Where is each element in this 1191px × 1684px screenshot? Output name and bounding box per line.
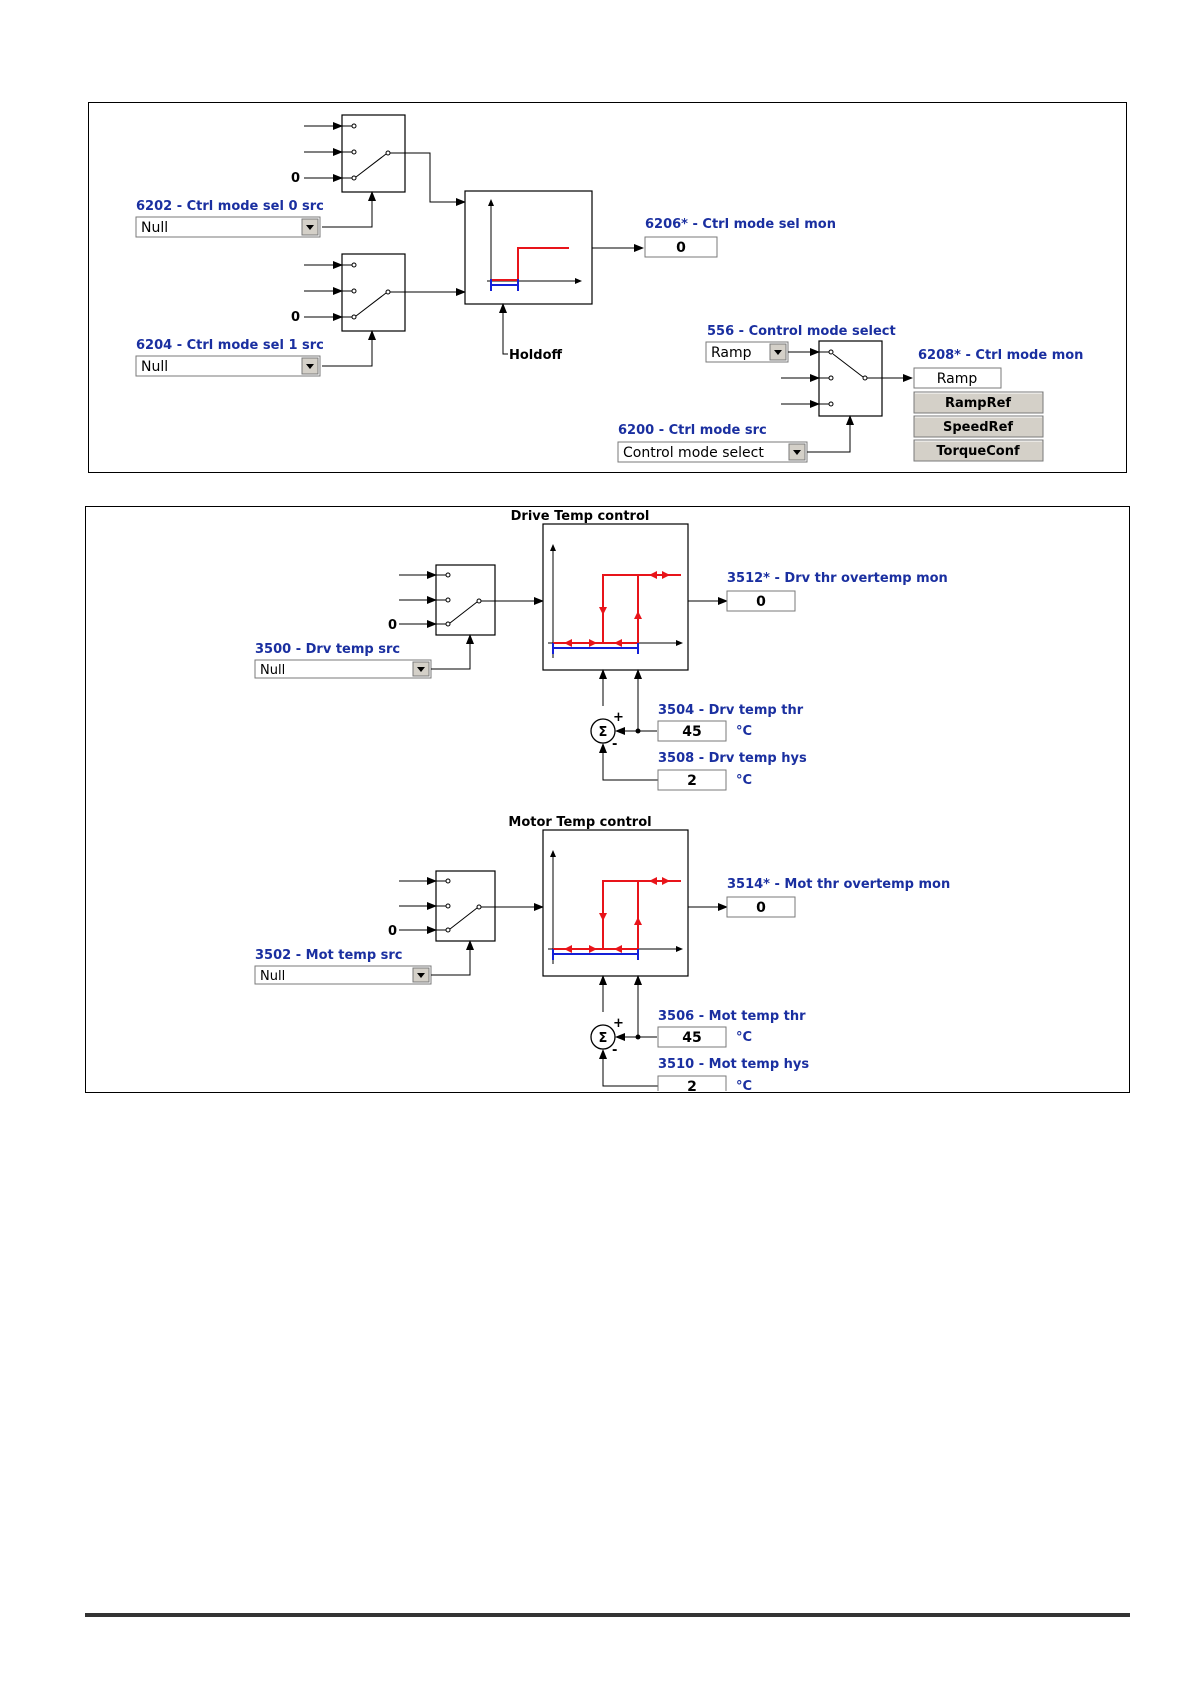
mode-select-label: 556 - Control mode select	[707, 324, 896, 339]
mode-button-label: SpeedRef	[943, 420, 1013, 435]
sel0-label: 6202 - Ctrl mode sel 0 src	[136, 199, 324, 214]
hys-label: 3508 - Drv temp hys	[658, 751, 807, 766]
sel0-dropdown[interactable]: Null	[135, 216, 321, 238]
drive-temp-control: Drive Temp control 0 3500 - Drv temp srcNu…	[254, 509, 948, 791]
sel-mon-field	[644, 236, 718, 258]
block-title: Drive Temp control	[511, 509, 650, 524]
switch-zero-label: 0	[291, 310, 300, 325]
mon-label: 3512* - Drv thr overtemp mon	[727, 571, 948, 586]
control-mode-panel: 0 0 6202 - Ctrl mode sel 0 src Null 6204…	[88, 102, 1127, 473]
sel1-dropdown[interactable]: Null	[135, 355, 321, 377]
thr-value: 45	[682, 724, 701, 740]
minus-sign: -	[612, 737, 617, 752]
temperature-control-diagram: Drive Temp control 0 3500 - Drv temp srcNu…	[254, 509, 950, 1097]
mode-select-value: Ramp	[711, 345, 752, 361]
mon-value: 0	[756, 594, 766, 610]
sel-mon-value: 0	[676, 240, 686, 256]
thr-value: 45	[682, 1030, 701, 1046]
chevron-down-icon	[306, 225, 314, 230]
chevron-down-icon	[306, 364, 314, 369]
mode-mon-value: Ramp	[937, 371, 978, 387]
ctrl-src-value: Control mode select	[623, 445, 764, 461]
mode-button-rampref[interactable]: RampRef	[913, 391, 1044, 414]
minus-sign: -	[612, 1043, 617, 1058]
chevron-down-icon	[793, 450, 801, 455]
holdoff-block	[464, 190, 593, 305]
src-dropdown[interactable]: Null	[254, 965, 432, 985]
thr-unit: °C	[736, 1030, 752, 1045]
sel1-value: Null	[141, 359, 168, 375]
mode-button-label: RampRef	[945, 396, 1011, 411]
sel-mon-label: 6206* - Ctrl mode sel mon	[645, 217, 836, 232]
hys-value: 2	[687, 773, 697, 789]
switch-zero-label: 0	[291, 171, 300, 186]
src-value: Null	[260, 969, 285, 984]
src-label: 3502 - Mot temp src	[255, 948, 403, 963]
mon-field	[726, 590, 796, 612]
mon-field	[726, 896, 796, 918]
switch-zero-label: 0	[388, 618, 397, 633]
selector-switch-1	[304, 253, 406, 332]
mon-label: 3514* - Mot thr overtemp mon	[727, 877, 950, 892]
mode-mon-field	[913, 367, 1002, 389]
thr-label: 3506 - Mot temp thr	[658, 1009, 806, 1024]
thr-field[interactable]	[657, 720, 727, 742]
hys-unit: °C	[736, 773, 752, 788]
mode-button-speedref[interactable]: SpeedRef	[913, 415, 1044, 438]
thr-unit: °C	[736, 724, 752, 739]
sel1-label: 6204 - Ctrl mode sel 1 src	[136, 338, 324, 353]
chevron-down-icon	[417, 973, 425, 978]
footer-rule	[85, 1613, 1130, 1617]
thr-label: 3504 - Drv temp thr	[658, 703, 804, 718]
hys-value: 2	[687, 1079, 697, 1091]
thr-field[interactable]	[657, 1026, 727, 1048]
mode-switch	[781, 340, 883, 417]
hys-field[interactable]	[657, 769, 727, 791]
mode-button-label: TorqueConf	[936, 444, 1020, 459]
switch-zero-label: 0	[388, 924, 397, 939]
holdoff-label: Holdoff	[509, 348, 563, 363]
ctrl-src-label: 6200 - Ctrl mode src	[618, 423, 767, 438]
chevron-down-icon	[417, 667, 425, 672]
block-title: Motor Temp control	[508, 815, 651, 830]
hys-label: 3510 - Mot temp hys	[658, 1057, 809, 1072]
hys-unit: °C	[736, 1079, 752, 1091]
ctrl-src-dropdown[interactable]: Control mode select	[617, 441, 808, 463]
mode-mon-label: 6208* - Ctrl mode mon	[918, 348, 1083, 363]
chevron-down-icon	[774, 350, 782, 355]
control-mode-diagram: 0 0 6202 - Ctrl mode sel 0 src Null 6204…	[135, 114, 1083, 463]
src-label: 3500 - Drv temp src	[255, 642, 400, 657]
mon-value: 0	[756, 900, 766, 916]
plus-sign: +	[613, 1016, 624, 1031]
selector-switch-0	[304, 114, 406, 193]
sum-icon: Σ	[599, 1031, 608, 1046]
src-dropdown[interactable]: Null	[254, 659, 432, 679]
mode-select-dropdown[interactable]: Ramp	[705, 341, 789, 363]
src-value: Null	[260, 663, 285, 678]
plus-sign: +	[613, 710, 624, 725]
sel0-value: Null	[141, 220, 168, 236]
motor-temp-control: Motor Temp control 0 3502 - Mot temp srcNu…	[254, 815, 950, 1097]
sum-icon: Σ	[599, 725, 608, 740]
mode-button-torqueconf[interactable]: TorqueConf	[913, 439, 1044, 462]
